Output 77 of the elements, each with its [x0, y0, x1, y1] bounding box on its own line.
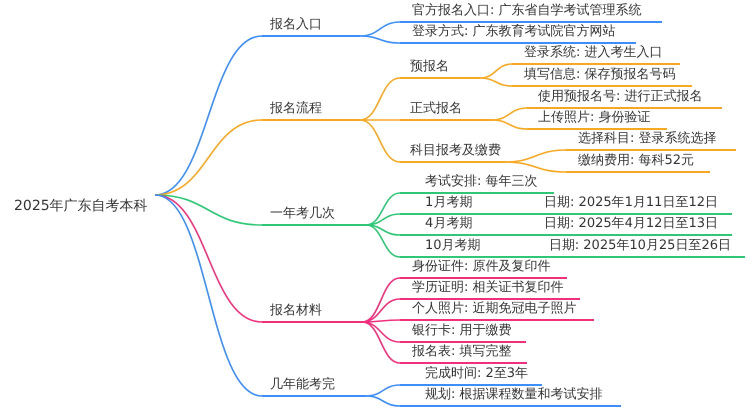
branch-connector: [492, 107, 528, 121]
underlined-topic: [566, 129, 736, 151]
underlined-topic: [400, 141, 505, 163]
underlined-topic: [400, 321, 526, 343]
topic-label: 上传照片: 身份验证: [538, 110, 651, 126]
topic-label: 身份证件: 原件及复印件: [412, 259, 551, 275]
underlined-topic: [400, 1, 662, 23]
topic-label: 官方报名入口: 广东省自学考试管理系统: [412, 3, 642, 19]
branch-connector: [154, 194, 262, 397]
underlined-topic: [400, 172, 554, 194]
branch-connector: [366, 395, 400, 407]
underlined-topic: [400, 385, 621, 407]
underlined-topic: [400, 22, 636, 44]
topic-label: 4月考期: [425, 216, 472, 232]
underlined-topic: [262, 99, 360, 121]
topic-label: 规划: 根据课程数量和考试安排: [425, 387, 603, 403]
branch-connector: [480, 63, 512, 79]
topic-label: 学历证明: 相关证书复印件: [412, 280, 564, 296]
topic-label: 10月考期: [425, 238, 481, 254]
branch-connector: [480, 77, 512, 87]
branch-connector: [154, 119, 262, 196]
underlined-topic: [400, 299, 594, 321]
underlined-topic: [566, 151, 710, 173]
underlined-topic: [400, 99, 492, 121]
branch-connector: [360, 119, 400, 121]
branch-connector: [492, 119, 528, 130]
underlined-topic: [400, 236, 745, 258]
branch-connector: [366, 224, 400, 258]
topic-label: 报名表: 填写完整: [412, 344, 512, 360]
topic-label: 报名入口: [270, 17, 322, 33]
topic-label: 科目报考及缴费: [410, 143, 501, 159]
underlined-topic: [512, 43, 680, 65]
underlined-topic: [400, 257, 567, 279]
underlined-topic: [400, 57, 480, 79]
topic-label: 银行卡: 用于缴费: [412, 323, 512, 339]
underlined-topic: [400, 193, 732, 215]
underlined-topic: [262, 301, 362, 323]
branch-connector: [366, 224, 400, 236]
underlined-topic: [400, 342, 527, 364]
underlined-topic: [527, 87, 722, 109]
topic-label: 预报名: [410, 59, 449, 75]
topic-label: 填写信息: 保存预报名号码: [524, 67, 676, 83]
topic-label: 几年能考完: [270, 377, 335, 393]
branch-connector: [360, 35, 400, 44]
topic-label: 完成时间: 2至3年: [425, 366, 528, 382]
underlined-topic: [512, 65, 692, 87]
underlined-topic: [262, 15, 360, 37]
topic-label: 报名材料: [270, 303, 322, 319]
date-label: 日期: 2025年1月11日至12日: [544, 195, 719, 211]
topic-label: 2025年广东自考本科: [14, 198, 148, 214]
branch-connector: [362, 321, 400, 364]
underlined-topic: [262, 204, 366, 226]
topic-label: 使用预报名号: 进行正式报名: [538, 89, 703, 105]
date-label: 日期: 2025年4月12日至13日: [544, 216, 719, 232]
branch-connector: [366, 384, 400, 397]
topic-label: 登录系统: 进入考生入口: [524, 45, 663, 61]
branch-connector: [154, 194, 262, 226]
topic-label: 正式报名: [410, 101, 462, 117]
topic-label: 报名流程: [270, 101, 322, 117]
topic-label: 个人照片: 近期免冠电子照片: [412, 301, 577, 317]
branch-connector: [362, 319, 400, 323]
topic-label: 选择科目: 登录系统选择: [578, 131, 717, 147]
underlined-topic: [400, 214, 732, 236]
date-label: 日期: 2025年10月25日至26日: [548, 238, 732, 254]
branch-connector: [360, 119, 400, 163]
branch-connector: [504, 161, 566, 173]
branch-connector: [366, 213, 400, 226]
underlined-topic: [400, 364, 542, 386]
topic-label: 缴纳费用: 每科52元: [578, 153, 694, 169]
underlined-topic: [400, 278, 580, 300]
topic-label: 登录方式: 广东教育考试院官方网站: [412, 24, 616, 40]
branch-connector: [362, 321, 400, 343]
topic-label: 考试安排: 每年三次: [425, 174, 538, 190]
topic-label: 一年考几次: [270, 206, 335, 222]
underlined-topic: [262, 375, 366, 397]
underlined-topic: [527, 108, 667, 130]
topic-label: 1月考期: [425, 195, 472, 211]
